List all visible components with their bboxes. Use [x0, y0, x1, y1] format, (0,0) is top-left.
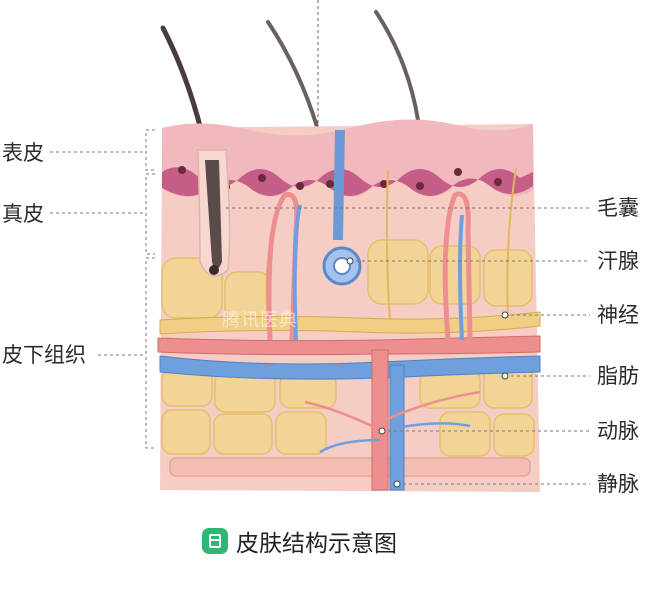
artery-horizontal: [157, 335, 541, 356]
capillary-loop-2-vein: [458, 214, 464, 341]
pointer-dots: [346, 257, 509, 488]
label-epidermis: 表皮: [2, 141, 44, 165]
melanocyte-dots: [178, 166, 502, 191]
hair-shaft-2: [266, 20, 320, 132]
right-leader-lines: [226, 207, 590, 485]
left-leader-lines: [50, 151, 146, 356]
basal-layer: [162, 167, 533, 196]
left-brackets: [145, 129, 155, 449]
watermark-text: 腾讯医典: [222, 310, 298, 331]
label-artery: 动脉: [597, 419, 639, 443]
capillary-loop-vein: [292, 204, 302, 341]
label-hair-follicle: 毛囊: [597, 196, 639, 220]
label-subcutaneous: 皮下组织: [2, 343, 86, 367]
label-sweat-gland: 汗腺: [597, 249, 639, 273]
label-fat: 脂肪: [597, 364, 639, 388]
capillary-loop-artery: [266, 191, 300, 341]
artery-trunk: [371, 349, 389, 491]
hair-root-1: [205, 160, 222, 269]
capillary-loop-2: [442, 191, 473, 341]
caption-text: 皮肤结构示意图: [236, 531, 397, 557]
label-dermis: 真皮: [2, 202, 44, 226]
label-nerve: 神经: [597, 303, 639, 327]
vein-horizontal: [159, 355, 541, 380]
vessel-branches: [304, 390, 481, 454]
sweat-duct: [333, 129, 345, 241]
hair-shaft-3: [374, 10, 420, 122]
document-icon: [202, 528, 228, 554]
label-vein: 静脉: [597, 472, 639, 496]
diagram-caption: 皮肤结构示意图: [202, 524, 397, 558]
